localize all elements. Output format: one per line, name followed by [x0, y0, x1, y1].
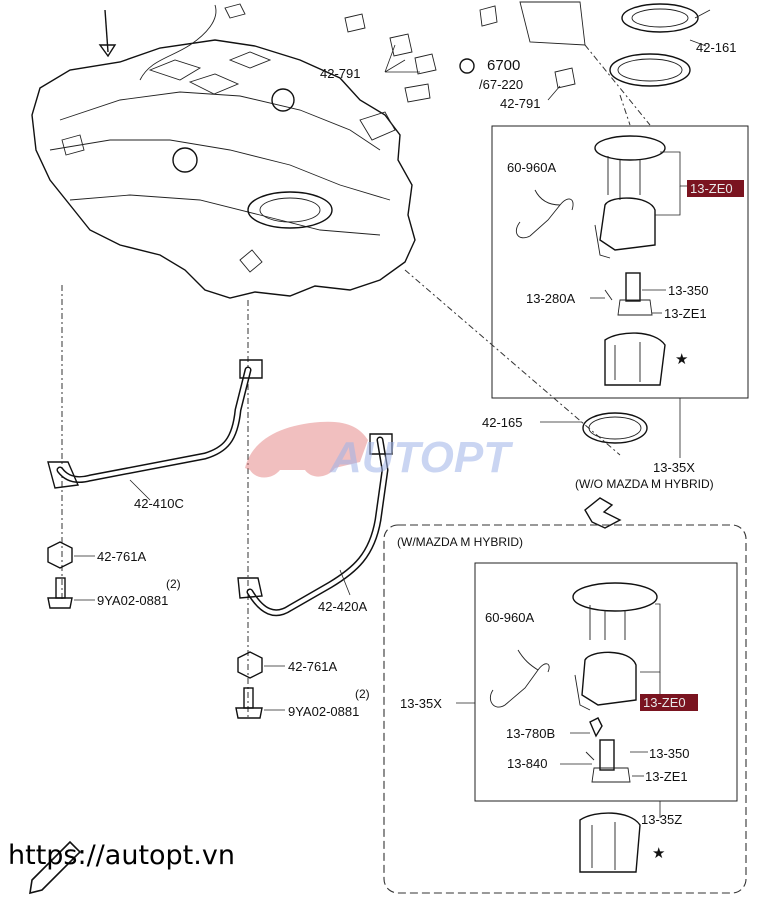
website-url: https://autopt.vn — [8, 840, 235, 871]
strap-42-410c — [47, 359, 263, 501]
label-9ya02-0881-a: 9YA02-0881 — [97, 593, 168, 608]
label-6700: 6700 — [487, 57, 520, 74]
seal-ring-parts — [609, 3, 699, 87]
car-logo-icon — [245, 421, 368, 478]
dash-tank-to-module — [404, 269, 621, 456]
clip-parts-42-791 — [344, 1, 586, 103]
nut-bolt-set-a — [47, 541, 95, 609]
label-13-840: 13-840 — [507, 756, 547, 771]
label-42-161: 42-161 — [696, 40, 736, 55]
label-67-220: /67-220 — [479, 77, 523, 92]
label-13-ze1-bottom: 13-ZE1 — [645, 769, 688, 784]
label-42-410c: 42-410C — [134, 496, 184, 511]
strap-42-420a — [237, 433, 393, 617]
label-13-280a: 13-280A — [526, 291, 575, 306]
note-without-hybrid: (W/O MAZDA M HYBRID) — [575, 477, 714, 491]
label-42-420a: 42-420A — [318, 599, 367, 614]
label-42-791-b: 42-791 — [500, 96, 540, 111]
label-60-960a-bottom: 60-960A — [485, 610, 534, 625]
nut-bolt-set-b — [235, 651, 285, 719]
label-42-791-a: 42-791 — [320, 66, 360, 81]
leader-lines-top — [384, 9, 711, 126]
hybrid-variant-box — [383, 524, 747, 894]
watermark-brand: AUTOPT — [329, 433, 513, 482]
star-mark-bottom: ★ — [652, 845, 665, 862]
star-mark-top: ★ — [675, 351, 688, 368]
label-13-35x-bottom: 13-35X — [400, 696, 442, 711]
variant-arrow — [584, 497, 622, 529]
qty-2-b: (2) — [355, 687, 370, 701]
label-13-350-top: 13-350 — [668, 283, 708, 298]
pump-module-box-bottom — [474, 562, 738, 802]
label-13-35x-top: 13-35X — [653, 460, 695, 475]
seal-ring-42-165 — [540, 412, 648, 444]
pump-module-box-top — [491, 125, 749, 399]
url-watermark: https://autopt.vn — [8, 840, 235, 895]
label-9ya02-0881-b: 9YA02-0881 — [288, 704, 359, 719]
label-13-ze0-top: 13-ZE0 — [690, 181, 733, 196]
label-13-35z: 13-35Z — [641, 812, 682, 827]
highlight-13-ze0-top — [687, 180, 744, 197]
label-13-350-bottom: 13-350 — [649, 746, 689, 761]
label-60-960a-top: 60-960A — [507, 160, 556, 175]
label-13-ze0-bottom: 13-ZE0 — [643, 695, 686, 710]
autopt-watermark: AUTOPT — [245, 421, 513, 482]
fuel-tank — [31, 3, 416, 299]
part-labels: 42-791 6700 /67-220 42-791 42-161 60-960… — [97, 40, 744, 862]
label-42-761a-b: 42-761A — [288, 659, 337, 674]
label-13-780b: 13-780B — [506, 726, 555, 741]
pencil-icon — [29, 840, 82, 895]
label-13-ze1-top: 13-ZE1 — [664, 306, 707, 321]
pump-module-top — [516, 135, 687, 386]
highlight-13-ze0-bottom — [640, 694, 698, 711]
pump-module-bottom — [456, 582, 661, 873]
qty-2-a: (2) — [166, 577, 181, 591]
label-42-165: 42-165 — [482, 415, 522, 430]
label-42-761a-a: 42-761A — [97, 549, 146, 564]
note-with-hybrid: (W/MAZDA M HYBRID) — [397, 535, 523, 549]
